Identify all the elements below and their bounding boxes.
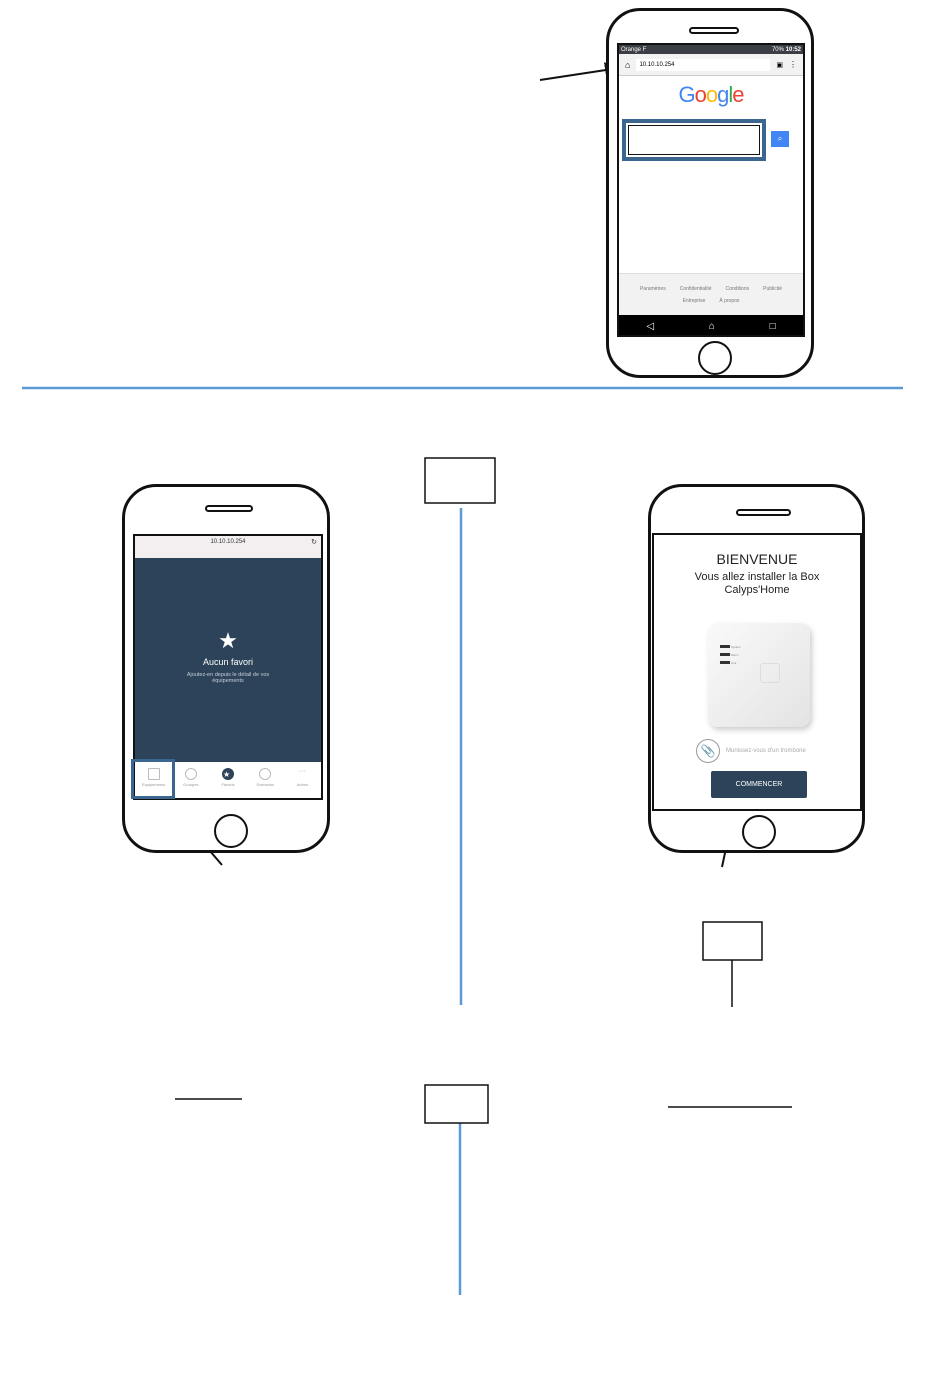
reload-icon[interactable]: ↻ bbox=[311, 539, 317, 546]
empty-text: Ajoutez-en depuis le détail de vos équip… bbox=[186, 672, 270, 684]
groups-icon bbox=[184, 768, 197, 780]
label-box bbox=[702, 921, 763, 961]
welcome-title: BIENVENUE bbox=[716, 551, 798, 567]
play-icon bbox=[259, 768, 272, 780]
footer-link[interactable]: Publicité bbox=[763, 285, 783, 292]
phone-left: 10.10.10.254 ↻ ★ Aucun favori Ajoutez-en… bbox=[122, 484, 330, 853]
footer-link[interactable]: Confidentialité bbox=[679, 285, 712, 292]
footer-link[interactable]: Entreprise bbox=[682, 297, 706, 304]
clock: 10:52 bbox=[785, 46, 801, 53]
battery: 70% bbox=[771, 46, 784, 53]
address-bar: 10.10.10.254 ↻ bbox=[135, 536, 321, 558]
box-image: System Alarm Link bbox=[708, 623, 810, 727]
status-bar: Orange F 70% 10:52 bbox=[619, 45, 803, 54]
more-icon: ··· bbox=[298, 768, 306, 775]
search-button[interactable]: ⌕ bbox=[771, 131, 789, 147]
url-text: 10.10.10.254 bbox=[210, 539, 246, 545]
phone-right: BIENVENUE Vous allez installer la Box Ca… bbox=[648, 484, 865, 853]
footer: Paramètres Confidentialité Conditions Pu… bbox=[619, 273, 803, 315]
home-button bbox=[698, 341, 732, 375]
led-label: System bbox=[730, 645, 741, 649]
speaker bbox=[736, 509, 791, 516]
footer-link[interactable]: Conditions bbox=[725, 285, 750, 292]
tab-groupes[interactable]: Groupes bbox=[172, 768, 209, 798]
star-icon: ★ bbox=[222, 768, 234, 780]
label-box bbox=[424, 457, 496, 504]
grid-icon bbox=[147, 768, 160, 780]
footer-link[interactable]: Paramètres bbox=[639, 285, 666, 292]
paperclip-icon: 📎 bbox=[696, 739, 720, 763]
tab-equipements[interactable]: Equipements bbox=[135, 768, 172, 798]
speaker bbox=[689, 27, 739, 34]
led-label: Link bbox=[730, 661, 737, 665]
tab-favoris[interactable]: ★Favoris bbox=[221, 768, 235, 787]
tab-highlight bbox=[131, 759, 175, 799]
menu-icon[interactable]: ⋮ bbox=[789, 60, 797, 69]
empty-title: Aucun favori bbox=[202, 657, 254, 667]
home-button bbox=[214, 814, 248, 848]
label-box bbox=[424, 1084, 489, 1124]
footer-link[interactable]: À propos bbox=[719, 297, 740, 304]
recents-icon[interactable]: □ bbox=[769, 320, 776, 332]
hint-text: Munissez-vous d'un trombone bbox=[726, 748, 806, 754]
welcome-subtitle: Vous allez installer la Box Calyps'Home bbox=[694, 571, 820, 596]
screen: 10.10.10.254 ↻ ★ Aucun favori Ajoutez-en… bbox=[133, 534, 323, 800]
carrier: Orange F bbox=[621, 46, 647, 53]
home-icon[interactable]: ⌂ bbox=[708, 320, 715, 332]
home-icon[interactable]: ⌂ bbox=[625, 59, 631, 70]
android-nav-bar: ◁ ⌂ □ bbox=[619, 315, 803, 335]
hint-row: 📎 Munissez-vous d'un trombone bbox=[696, 739, 806, 763]
speaker bbox=[205, 505, 253, 512]
google-logo: Google bbox=[678, 82, 744, 107]
home-button bbox=[742, 815, 776, 849]
star-icon: ★ bbox=[218, 628, 238, 653]
led-label: Alarm bbox=[730, 653, 739, 657]
tabs-icon[interactable]: ▣ bbox=[776, 61, 783, 69]
back-icon[interactable]: ◁ bbox=[646, 320, 655, 332]
search-highlight bbox=[622, 119, 766, 161]
screen: Orange F 70% 10:52 ⌂ 10.10.10.254 ▣ ⋮ Go… bbox=[617, 43, 805, 337]
search-input[interactable] bbox=[628, 125, 760, 155]
tab-bar: Equipements Groupes ★Favoris Scénarios ·… bbox=[135, 762, 321, 798]
address-bar: ⌂ 10.10.10.254 ▣ ⋮ bbox=[619, 54, 803, 76]
start-button[interactable]: COMMENCER bbox=[711, 771, 807, 798]
favorites-panel: ★ Aucun favori Ajoutez-en depuis le déta… bbox=[135, 558, 321, 762]
screen: BIENVENUE Vous allez installer la Box Ca… bbox=[652, 533, 862, 811]
tab-autres[interactable]: ···Autres bbox=[296, 768, 309, 787]
tab-scenarios[interactable]: Scénarios bbox=[247, 768, 284, 798]
phone-top: Orange F 70% 10:52 ⌂ 10.10.10.254 ▣ ⋮ Go… bbox=[606, 8, 814, 378]
url-input[interactable]: 10.10.10.254 bbox=[636, 58, 771, 71]
